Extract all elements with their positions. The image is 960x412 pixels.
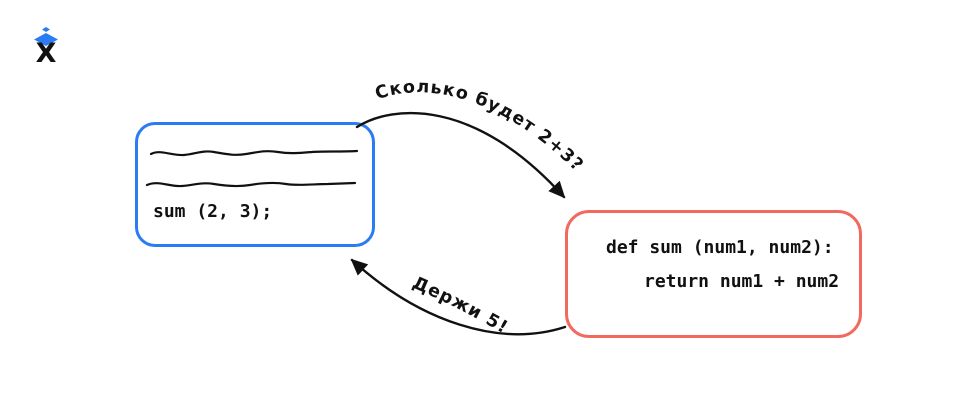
logo-cap-icon bbox=[34, 33, 58, 46]
code-placeholder-line-2 bbox=[145, 181, 357, 188]
caller-code-box: sum (2, 3); bbox=[135, 122, 375, 247]
handwritten-code-lines bbox=[145, 149, 359, 188]
response-arrow bbox=[350, 258, 567, 336]
response-arrow-label-text: Держи 5! bbox=[409, 273, 510, 338]
request-arrow bbox=[355, 111, 566, 199]
request-arrow-label: Сколько будет 2+3? bbox=[373, 77, 587, 176]
function-code-box: def sum (num1, num2): return num1 + num2 bbox=[565, 210, 862, 338]
logo-cap-button-icon bbox=[42, 27, 50, 32]
hexlet-logo: X bbox=[34, 27, 58, 69]
function-return-line: return num1 + num2 bbox=[644, 271, 840, 292]
code-placeholder-line-1 bbox=[149, 149, 359, 157]
caller-code-text: sum (2, 3); bbox=[153, 201, 273, 222]
request-arrow-label-text: Сколько будет 2+3? bbox=[373, 77, 586, 176]
function-def-line: def sum (num1, num2): bbox=[606, 237, 834, 258]
response-arrow-label: Держи 5! bbox=[409, 273, 511, 338]
logo-letter: X bbox=[36, 38, 57, 69]
